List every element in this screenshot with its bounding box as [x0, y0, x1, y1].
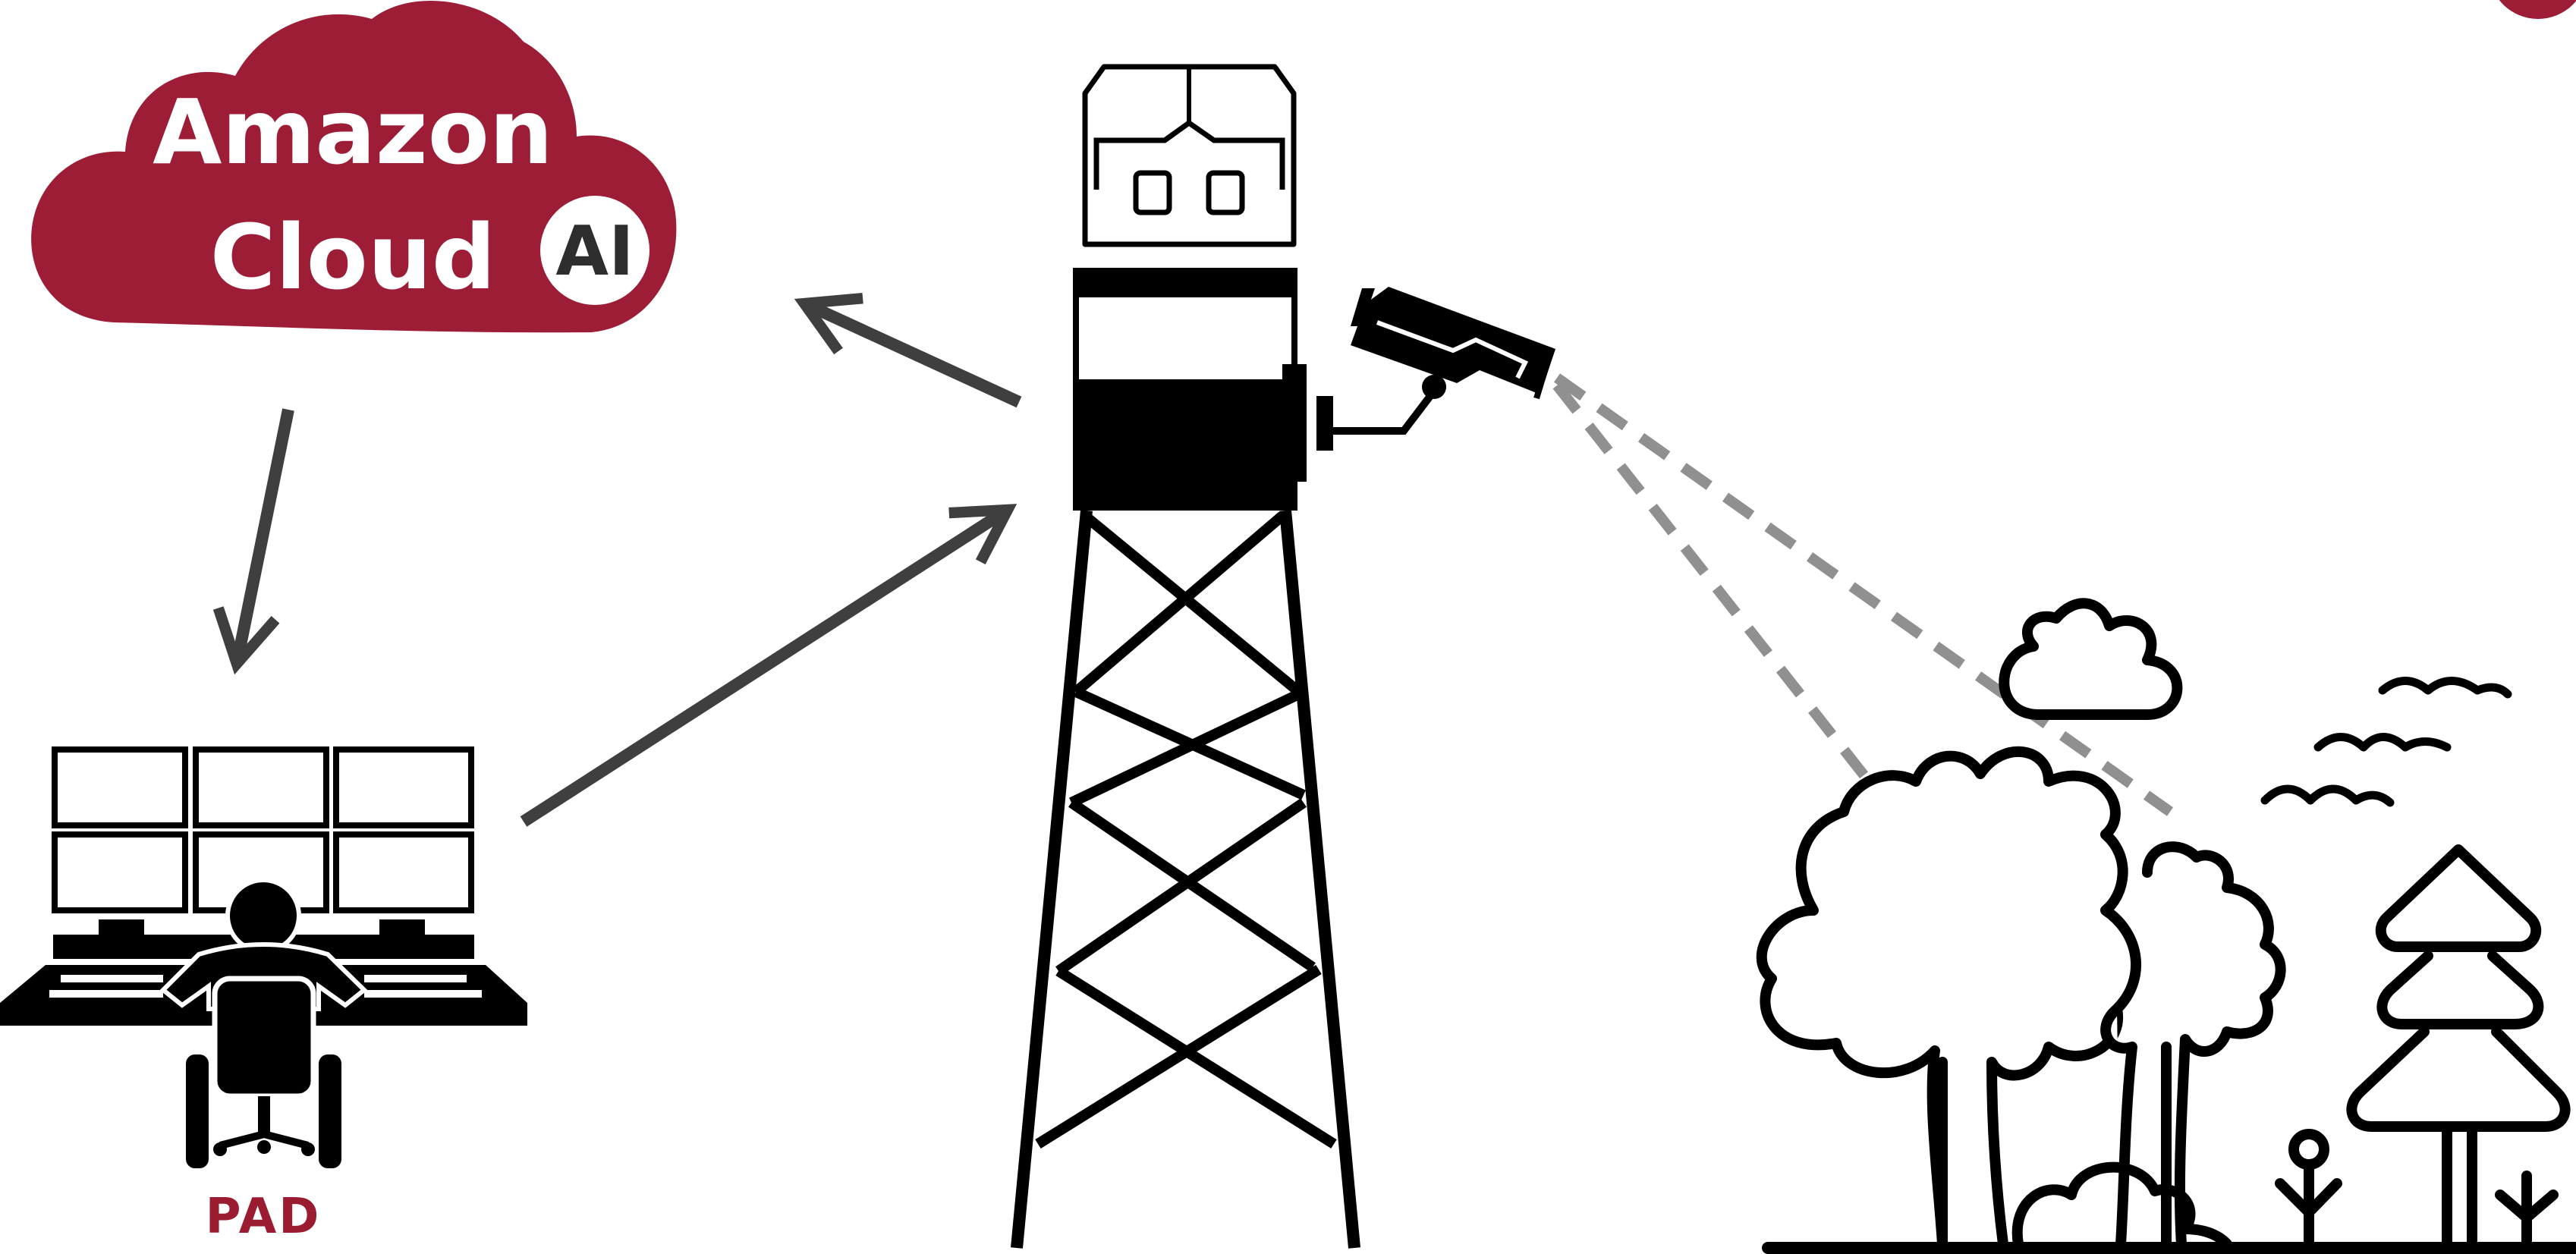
- cloud-title-line1: Amazon: [153, 80, 553, 184]
- corner-accent-shape: [2489, 0, 2576, 19]
- station-label: PAD: [206, 1189, 322, 1245]
- lookout-tower-icon: [1017, 67, 1354, 1248]
- cloud-title-line2: Cloud: [210, 205, 496, 310]
- arrow-tower-to-cloud: [804, 303, 1019, 402]
- small-cloud-icon: [2004, 603, 2177, 715]
- bird-icon: [2265, 681, 2508, 803]
- surveillance-camera-icon: [1316, 287, 1555, 451]
- amazon-cloud-icon: Amazon Cloud AI: [31, 1, 676, 332]
- control-room-operator-icon: PAD: [0, 750, 527, 1245]
- ai-badge-text: AI: [555, 212, 634, 291]
- forest-landscape-icon: [1762, 603, 2576, 1248]
- arrow-cloud-to-station: [237, 410, 288, 664]
- ai-badge-icon: AI: [540, 196, 650, 305]
- flow-arrows: [237, 303, 1019, 822]
- arrow-station-to-tower: [524, 510, 1008, 822]
